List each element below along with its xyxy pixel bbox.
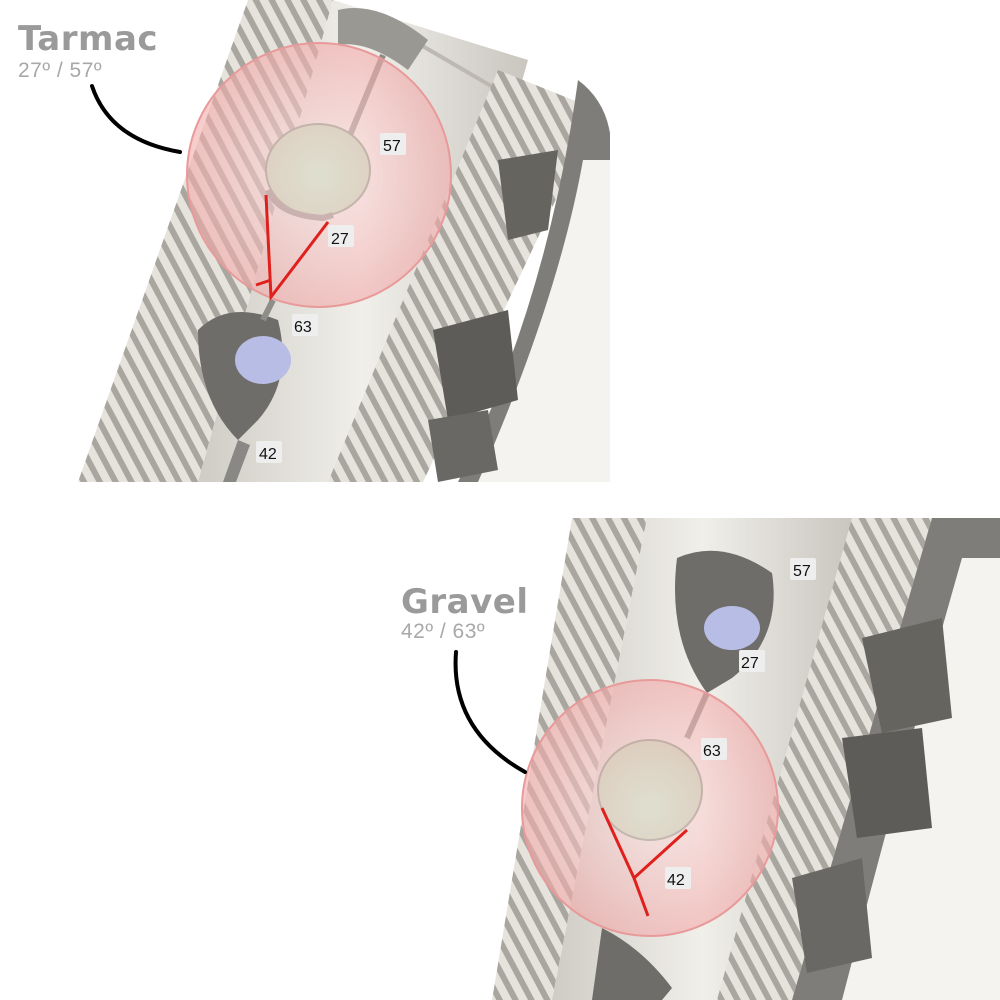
svg-text:57: 57 [383,138,401,155]
gravel-callout-line [453,650,527,774]
label-57: 57 [380,133,406,155]
cam-block [862,618,952,733]
angle-lines [264,194,330,302]
tarmac-angles: 27º / 57º [18,59,103,82]
tarmac-diagram: 57 27 63 42 [78,0,610,482]
svg-text:42: 42 [259,446,277,463]
gravel-diagram: 57 27 63 42 [462,518,1000,1000]
label-27: 27 [328,225,354,248]
top-slot [338,8,428,70]
cam-block [433,310,518,420]
gravel-angles: 42º / 63º [401,620,486,643]
svg-text:27: 27 [741,655,759,672]
cam-block [428,410,498,482]
pin-blue [704,606,760,650]
tarmac-title: Tarmac [18,19,159,59]
svg-text:42: 42 [667,872,685,889]
svg-text:63: 63 [703,743,721,760]
svg-text:63: 63 [294,319,312,336]
label-42: 42 [256,441,282,463]
highlight-circle [521,679,779,937]
label-63: 63 [292,314,318,336]
cam-block [842,728,932,838]
tarmac-drum-illustration: 57 27 63 42 [78,0,610,482]
bottom-slot [592,928,672,1000]
label-63: 63 [701,738,727,760]
label-42: 42 [665,867,691,889]
pin-blue [235,336,291,384]
cam-block [498,150,558,240]
gravel-title: Gravel [401,582,529,622]
gravel-drum-illustration: 57 27 63 42 [492,518,1000,1000]
tarmac-callout-line [90,84,182,154]
cam-block [792,858,872,973]
label-57: 57 [790,558,816,580]
svg-text:57: 57 [793,563,811,580]
highlight-circle [186,42,452,308]
svg-text:27: 27 [331,231,349,248]
label-27: 27 [739,650,765,672]
